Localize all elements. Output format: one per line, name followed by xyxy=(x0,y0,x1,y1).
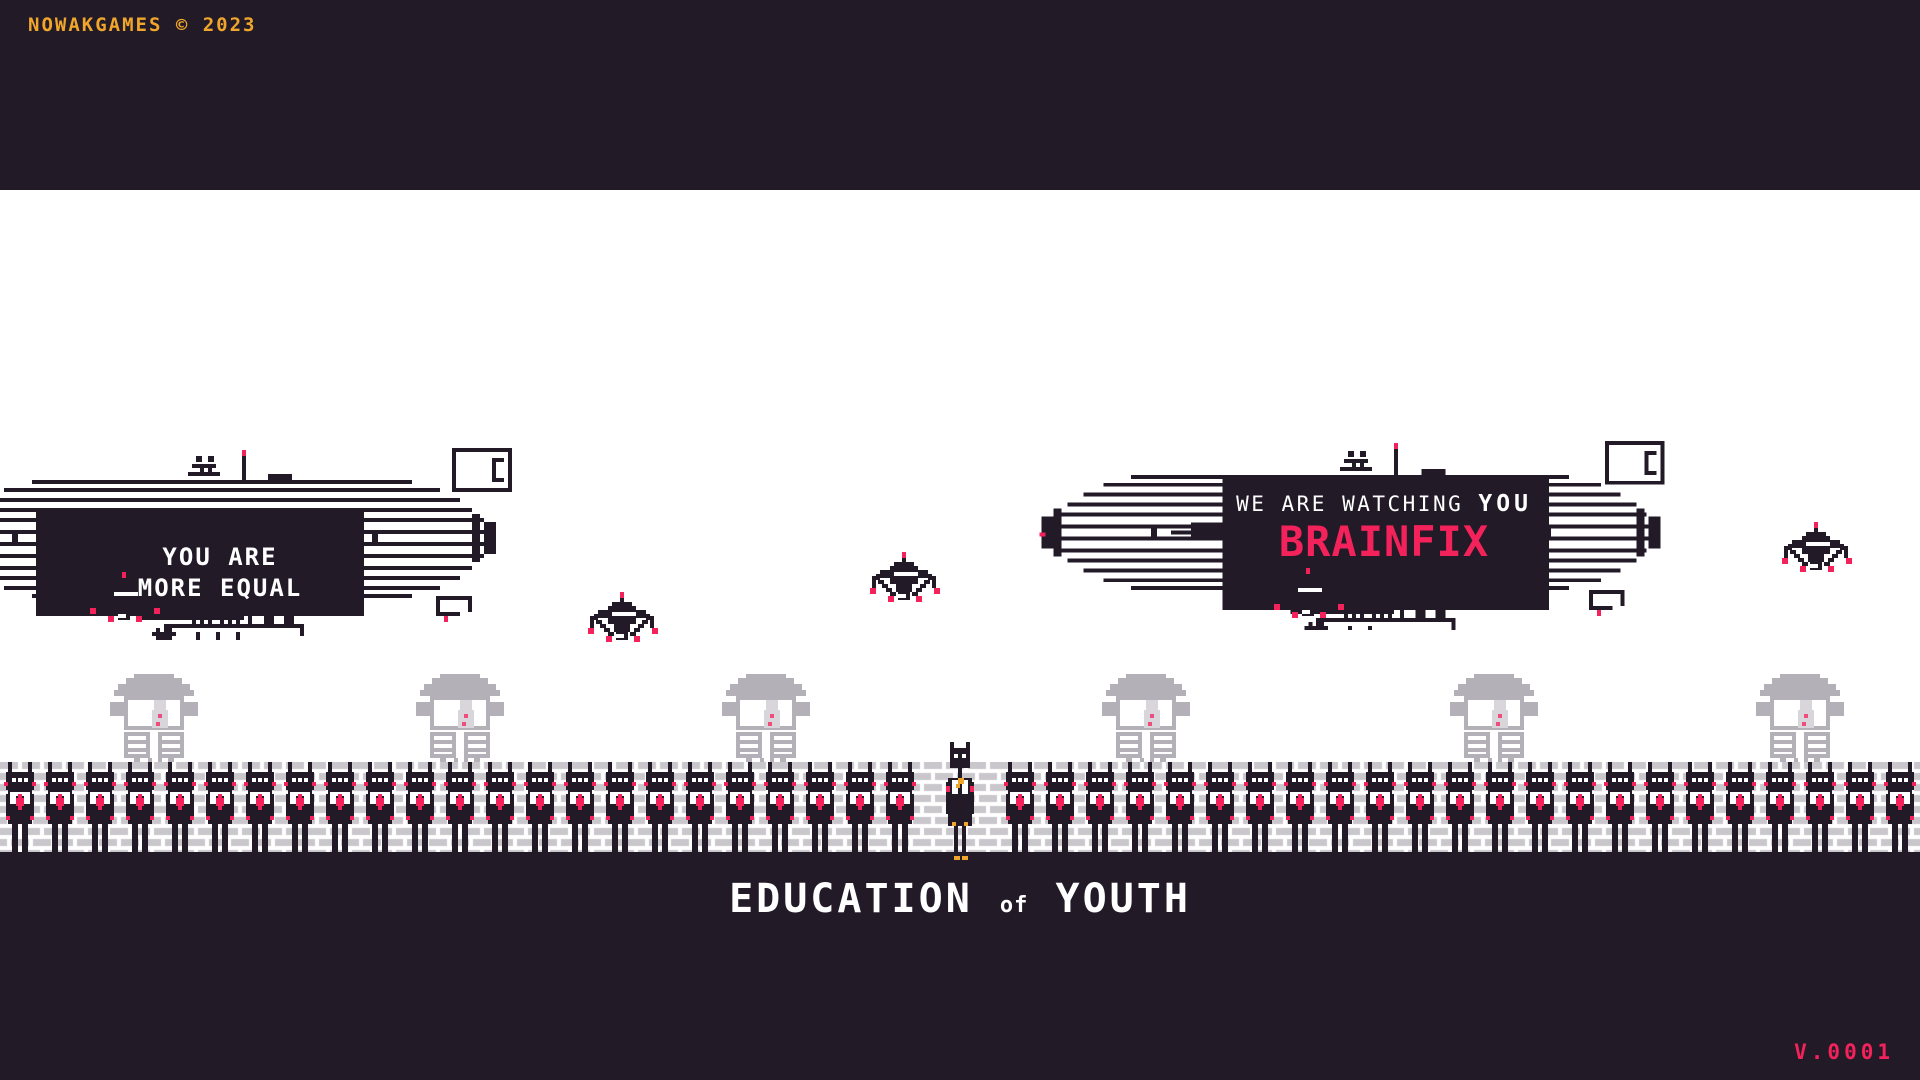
crowd-person xyxy=(1044,762,1076,860)
drone-5 xyxy=(1780,522,1856,588)
drone-3 xyxy=(868,552,944,618)
crowd-person xyxy=(1204,762,1236,860)
crowd-person xyxy=(1564,762,1596,860)
ground-band xyxy=(0,855,1920,1080)
crowd-person xyxy=(1124,762,1156,860)
crowd-person xyxy=(484,762,516,860)
crowd-person xyxy=(1764,762,1796,860)
crowd-person xyxy=(284,762,316,860)
crowd-person xyxy=(644,762,676,860)
crowd-person xyxy=(404,762,436,860)
crowd-person xyxy=(364,762,396,860)
crowd-person xyxy=(844,762,876,860)
drone-1 xyxy=(88,572,164,638)
crowd-person xyxy=(124,762,156,860)
version-label: V.0001 xyxy=(1794,1040,1894,1064)
crowd-person xyxy=(684,762,716,860)
watchtower-5 xyxy=(1446,670,1542,796)
crowd-person xyxy=(244,762,276,860)
crowd-person xyxy=(1164,762,1196,860)
crowd-person xyxy=(204,762,236,860)
title-word-1: EDUCATION xyxy=(729,876,973,922)
drone-2 xyxy=(586,592,662,658)
crowd-person xyxy=(1844,762,1876,860)
crowd-person xyxy=(1404,762,1436,860)
crowd-person xyxy=(1644,762,1676,860)
crowd-person xyxy=(1244,762,1276,860)
crowd-person xyxy=(1444,762,1476,860)
zeppelin-right xyxy=(1030,435,1700,630)
zeppelin-left xyxy=(0,440,540,640)
crowd-person xyxy=(884,762,916,860)
crowd-person xyxy=(804,762,836,860)
crowd-person xyxy=(444,762,476,860)
crowd-person xyxy=(1684,762,1716,860)
crowd-person xyxy=(724,762,756,860)
crowd-person xyxy=(1604,762,1636,860)
crowd-person xyxy=(4,762,36,860)
crowd-person xyxy=(1484,762,1516,860)
crowd-person xyxy=(324,762,356,860)
crowd-person xyxy=(1324,762,1356,860)
crowd-person xyxy=(524,762,556,860)
crowd-person xyxy=(564,762,596,860)
crowd-person xyxy=(604,762,636,860)
title-word-of: of xyxy=(999,893,1029,918)
drone-4 xyxy=(1272,568,1348,634)
studio-credit: NOWAKGAMES © 2023 xyxy=(28,14,257,36)
crowd-person xyxy=(1004,762,1036,860)
crowd-person xyxy=(1364,762,1396,860)
crowd-row xyxy=(0,762,1920,860)
top-letterbox-bar: NOWAKGAMES © 2023 xyxy=(0,0,1920,190)
crowd-person xyxy=(1884,762,1916,860)
crowd-person xyxy=(164,762,196,860)
watchtower-6 xyxy=(1752,670,1848,796)
crowd-person xyxy=(1084,762,1116,860)
central-figure xyxy=(942,742,978,864)
title-word-2: YOUTH xyxy=(1055,876,1191,922)
crowd-person xyxy=(44,762,76,860)
crowd-person xyxy=(1284,762,1316,860)
crowd-person xyxy=(764,762,796,860)
page-title: EDUCATION of YOUTH xyxy=(0,876,1920,922)
crowd-person xyxy=(84,762,116,860)
crowd-person xyxy=(1724,762,1756,860)
crowd-person xyxy=(1524,762,1556,860)
crowd-person xyxy=(1804,762,1836,860)
